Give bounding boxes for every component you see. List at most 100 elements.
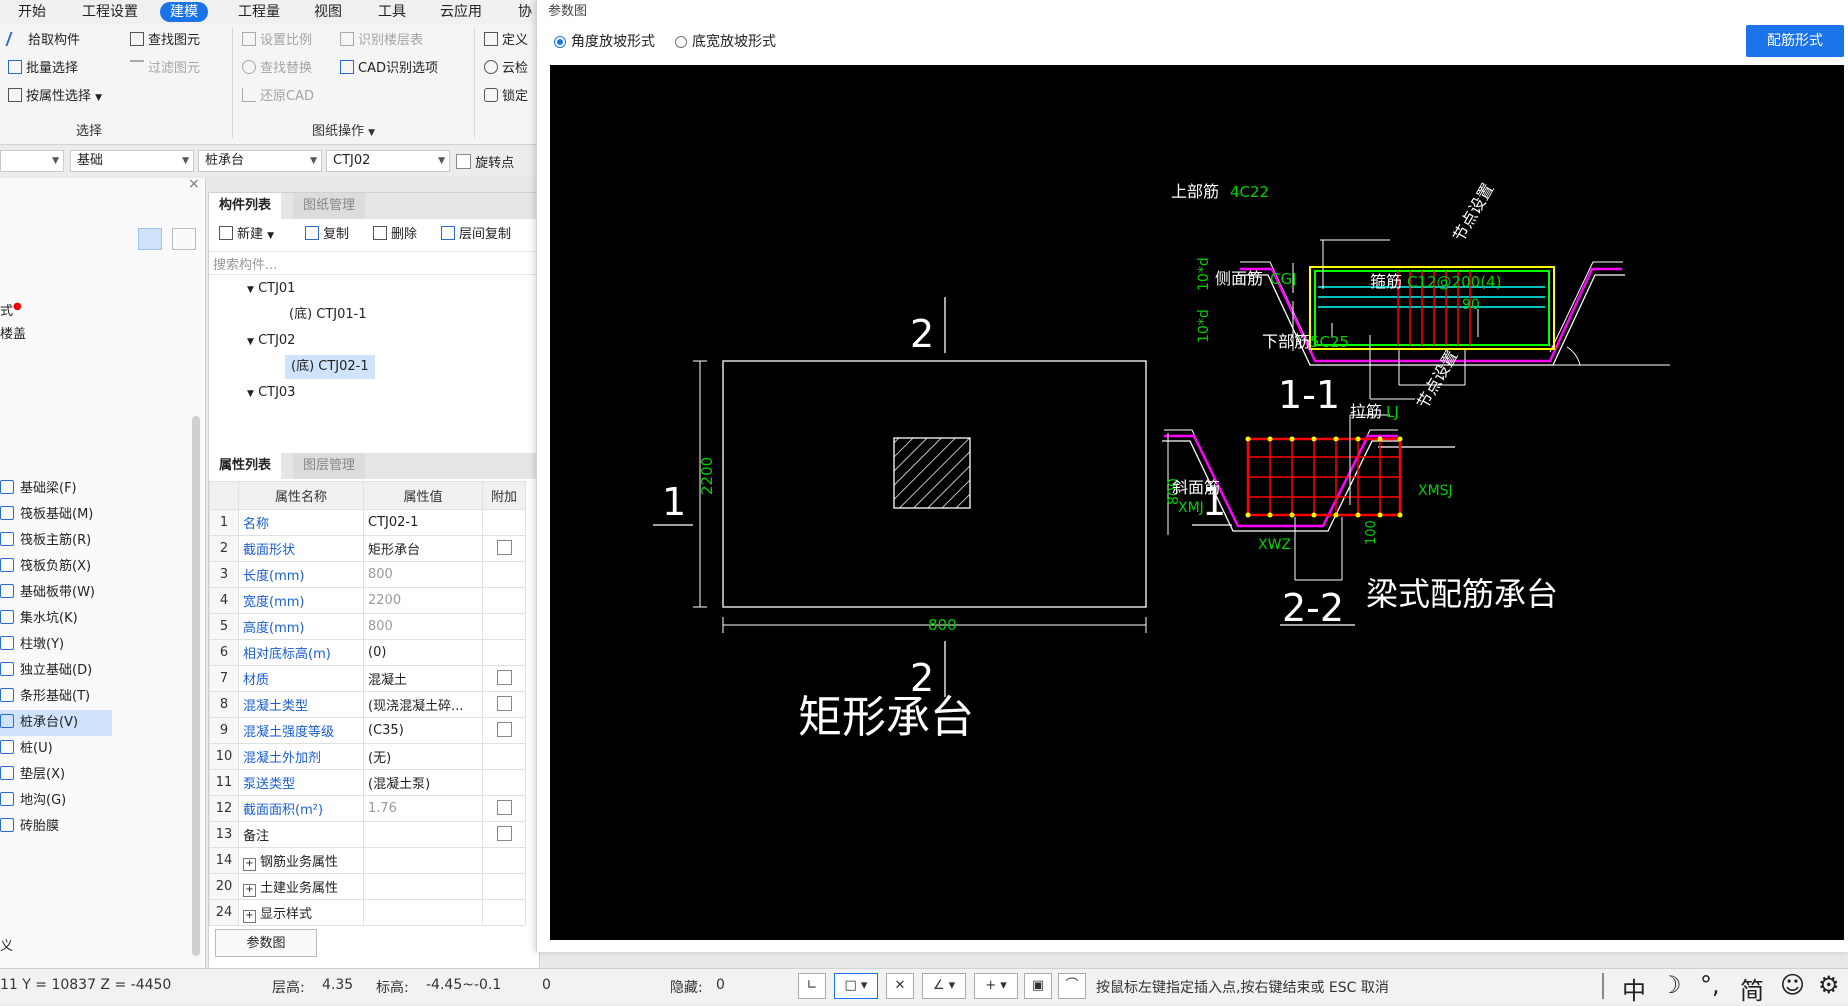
- checkbox[interactable]: [496, 540, 512, 555]
- sidebar-item[interactable]: 垫层(X): [0, 762, 65, 788]
- rect-snap-icon[interactable]: □ ▾: [834, 973, 878, 999]
- menu-tools[interactable]: 工具: [378, 4, 406, 20]
- find-element-button[interactable]: 查找图元: [130, 30, 200, 52]
- define-button[interactable]: 定义: [484, 30, 528, 52]
- node-setting-label-1[interactable]: 节点设置: [1449, 180, 1497, 245]
- cad-options-button[interactable]: CAD识别选项: [340, 58, 438, 80]
- display-toggle-icon[interactable]: ▣: [1024, 973, 1052, 999]
- menu-collab[interactable]: 协: [518, 4, 532, 20]
- property-value[interactable]: [363, 847, 483, 874]
- ime-punct-icon[interactable]: °,: [1700, 971, 1720, 999]
- expand-icon[interactable]: +: [243, 857, 256, 871]
- menu-cloud[interactable]: 云应用: [440, 4, 482, 20]
- angle-snap-icon[interactable]: ∠ ▾: [922, 973, 966, 999]
- nav-item-partial[interactable]: 楼盖: [0, 327, 27, 342]
- radio-angle-slope[interactable]: 角度放坡形式: [554, 31, 655, 51]
- table-row[interactable]: 14+钢筋业务属性: [209, 847, 526, 874]
- node-setting-label-2[interactable]: 节点设置: [1413, 347, 1461, 412]
- list-view-icon[interactable]: [138, 228, 162, 250]
- set-scale-button[interactable]: 设置比例: [242, 30, 312, 52]
- tab-drawing-management[interactable]: 图纸管理: [293, 193, 366, 219]
- radio-dot[interactable]: [675, 36, 687, 48]
- checkbox[interactable]: [456, 154, 471, 169]
- checkbox[interactable]: [496, 800, 512, 815]
- sidebar-item[interactable]: 砖胎膜: [0, 814, 59, 840]
- curve-snap-icon[interactable]: ⌒: [1058, 973, 1086, 999]
- menu-project-settings[interactable]: 工程设置: [82, 4, 138, 20]
- scrollbar[interactable]: [192, 416, 200, 956]
- tab-property-list[interactable]: 属性列表: [209, 453, 282, 481]
- sidebar-item[interactable]: 基础梁(F): [0, 476, 77, 502]
- floor-copy-button[interactable]: 层间复制: [441, 223, 511, 247]
- select-by-attribute-button[interactable]: 按属性选择 ▼: [8, 86, 102, 108]
- restore-cad-button[interactable]: 还原CAD: [242, 86, 314, 108]
- detail-view-icon[interactable]: [172, 228, 196, 250]
- sidebar-item[interactable]: 桩(U): [0, 736, 53, 762]
- tree-item[interactable]: (底) CTJ01-1: [289, 307, 367, 322]
- menu-view[interactable]: 视图: [314, 4, 342, 20]
- expand-icon[interactable]: +: [243, 883, 256, 897]
- cloud-check-button[interactable]: 云检: [484, 58, 528, 80]
- tree-item[interactable]: ▼ CTJ03: [247, 381, 295, 405]
- tree-item[interactable]: ▼ CTJ01: [247, 277, 295, 301]
- batch-select-button[interactable]: 批量选择: [8, 58, 78, 80]
- property-value[interactable]: 800: [363, 561, 483, 588]
- tab-component-list[interactable]: 构件列表: [209, 193, 282, 221]
- radio-bottom-width-slope[interactable]: 底宽放坡形式: [675, 31, 776, 51]
- checkbox[interactable]: [496, 696, 512, 711]
- radio-dot[interactable]: [554, 36, 566, 48]
- type-combo[interactable]: 桩承台▼: [198, 150, 322, 172]
- drawing-canvas[interactable]: 1 1 2 2 2200 800 矩形承台: [550, 65, 1844, 940]
- property-value[interactable]: [363, 821, 483, 848]
- checkbox[interactable]: [496, 722, 512, 737]
- nav-item-partial[interactable]: 义: [0, 939, 14, 954]
- cross-snap-icon[interactable]: ✕: [886, 973, 914, 999]
- filter-element-button[interactable]: 过滤图元: [130, 58, 200, 80]
- sidebar-item[interactable]: 桩承台(V): [0, 710, 112, 736]
- ime-emoji-icon[interactable]: ☺: [1780, 971, 1806, 999]
- property-value[interactable]: 矩形承台: [363, 535, 483, 562]
- table-row[interactable]: 24+显示样式: [209, 899, 526, 926]
- property-value[interactable]: 2200: [363, 587, 483, 614]
- lock-button[interactable]: 锁定: [484, 86, 528, 108]
- ortho-snap-icon[interactable]: ∟: [798, 973, 826, 999]
- tree-item[interactable]: ▼ CTJ02: [247, 329, 295, 353]
- property-value[interactable]: [363, 873, 483, 900]
- table-row[interactable]: 20+土建业务属性: [209, 873, 526, 900]
- property-value[interactable]: 1.76: [363, 795, 483, 822]
- property-value[interactable]: (无): [363, 743, 483, 770]
- property-value[interactable]: (C35): [363, 717, 483, 744]
- property-value[interactable]: (混凝土泵): [363, 769, 483, 796]
- sidebar-item[interactable]: 筏板负筋(X): [0, 554, 91, 580]
- offset-snap-icon[interactable]: + ▾: [974, 973, 1018, 999]
- identify-floor-table-button[interactable]: 识别楼层表: [340, 30, 423, 52]
- component-combo[interactable]: CTJ02▼: [326, 150, 450, 172]
- property-value[interactable]: 800: [363, 613, 483, 640]
- close-icon[interactable]: ×: [188, 176, 200, 192]
- copy-button[interactable]: 复制: [305, 223, 349, 247]
- category-combo[interactable]: 基础▼: [70, 150, 194, 172]
- delete-button[interactable]: 删除: [373, 223, 417, 247]
- rebar-form-button[interactable]: 配筋形式: [1746, 25, 1844, 57]
- checkbox[interactable]: [496, 670, 512, 685]
- sidebar-item[interactable]: 基础板带(W): [0, 580, 95, 606]
- nav-item-partial[interactable]: 式●: [0, 294, 22, 320]
- ime-simplified-icon[interactable]: 简: [1740, 977, 1764, 1005]
- property-value[interactable]: [363, 899, 483, 926]
- menu-start[interactable]: 开始: [18, 4, 46, 20]
- sidebar-item[interactable]: 筏板基础(M): [0, 502, 93, 528]
- param-diagram-button[interactable]: 参数图: [215, 929, 317, 957]
- sidebar-item[interactable]: 柱墩(Y): [0, 632, 64, 658]
- ime-moon-icon[interactable]: ☽: [1660, 971, 1682, 999]
- search-input[interactable]: 搜索构件...: [213, 258, 278, 273]
